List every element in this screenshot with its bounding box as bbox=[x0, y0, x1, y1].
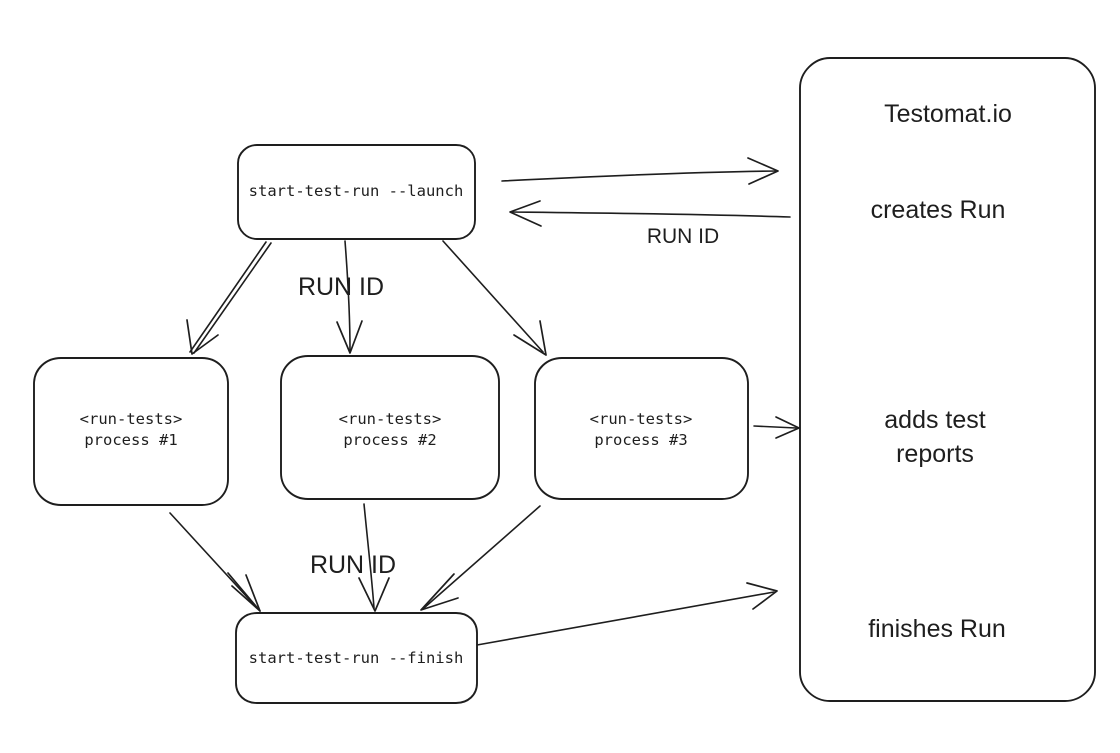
edge-process-3-to-finish-line bbox=[423, 505, 541, 609]
finish-node-outline bbox=[235, 612, 478, 704]
edge-launch-to-process-3 bbox=[442, 240, 547, 356]
edge-launch-to-process-2 bbox=[336, 240, 363, 354]
edge-process-3-to-service-arrowhead bbox=[775, 416, 800, 439]
edge-process-1-to-finish-line bbox=[169, 512, 259, 610]
process-2-outline bbox=[280, 355, 500, 500]
process-2-node[interactable]: <run-tests> process #2 bbox=[280, 355, 500, 500]
service-panel-outline bbox=[799, 57, 1096, 702]
process-1-node[interactable]: <run-tests> process #1 bbox=[33, 357, 229, 506]
launch-node-label: start-test-run --launch bbox=[249, 182, 464, 200]
process-3-outline bbox=[534, 357, 749, 500]
process-1-label-line2: process #1 bbox=[84, 431, 177, 449]
edge-service-to-launch-arrowhead bbox=[509, 200, 542, 227]
edge-finish-to-service-arrowhead bbox=[746, 582, 778, 610]
service-panel-step-finishes-run: finishes Run bbox=[868, 615, 1006, 643]
edge-launch-to-process-1-line bbox=[189, 241, 267, 353]
service-panel-step-adds-reports-line1: adds test bbox=[884, 406, 986, 434]
launch-node[interactable]: start-test-run --launch bbox=[237, 144, 476, 240]
launch-node-outline bbox=[237, 144, 476, 240]
process-2-label-line1: <run-tests> bbox=[339, 410, 442, 428]
edge-launch-to-service bbox=[501, 157, 779, 185]
service-panel-step-adds-reports-line2: reports bbox=[896, 440, 974, 468]
edge-launch-to-process-3-arrowhead bbox=[513, 320, 547, 356]
edge-launch-to-process-3-line bbox=[442, 240, 544, 353]
edge-process-1-to-finish-arrowhead bbox=[227, 572, 261, 612]
edge-launch-to-process-2-line bbox=[344, 240, 351, 351]
edge-process-1-to-finish bbox=[169, 512, 261, 612]
process-3-label-line1: <run-tests> bbox=[590, 410, 693, 428]
process-3-label-line2: process #3 bbox=[594, 431, 687, 449]
edge-process-2-to-finish-arrowhead bbox=[358, 577, 390, 612]
edge-launch-to-process-1-line-2 bbox=[193, 242, 272, 354]
edge-process-1-to-finish-arrowhead-2 bbox=[245, 574, 261, 612]
process-2-label-line2: process #2 bbox=[343, 431, 436, 449]
edge-launch-to-process-2-arrowhead bbox=[336, 320, 363, 354]
edge-finish-to-service-line bbox=[476, 591, 775, 646]
edge-launch-to-service-arrowhead bbox=[747, 157, 779, 185]
edge-process-2-to-finish bbox=[358, 503, 390, 612]
edge-service-to-launch: RUN ID bbox=[509, 200, 791, 248]
edge-process-3-to-service-line bbox=[753, 425, 797, 429]
edge-process-3-to-service bbox=[753, 416, 800, 439]
edge-launch-to-process-1-arrowhead bbox=[186, 319, 219, 355]
service-panel[interactable]: Testomat.io creates Run adds test report… bbox=[799, 57, 1096, 702]
service-panel-title: Testomat.io bbox=[884, 100, 1012, 128]
process-1-outline bbox=[33, 357, 229, 506]
service-panel-step-creates-run: creates Run bbox=[871, 196, 1006, 224]
edge-service-to-launch-line bbox=[511, 211, 791, 218]
process-1-label-line1: <run-tests> bbox=[80, 410, 183, 428]
edge-process-2-to-finish-line bbox=[363, 503, 375, 609]
finish-node[interactable]: start-test-run --finish bbox=[235, 612, 478, 704]
process-3-node[interactable]: <run-tests> process #3 bbox=[534, 357, 749, 500]
edge-process-3-to-finish-arrowhead bbox=[420, 573, 459, 611]
edge-finish-to-service bbox=[476, 582, 778, 646]
finish-node-label: start-test-run --finish bbox=[249, 649, 464, 667]
edge-label-run-id-fanout: RUN ID bbox=[298, 273, 384, 301]
edge-process-3-to-finish bbox=[420, 505, 541, 611]
edge-label-run-id-fanin: RUN ID bbox=[310, 551, 396, 579]
edge-label-run-id-return: RUN ID bbox=[647, 225, 719, 248]
edge-launch-to-service-line bbox=[501, 170, 777, 182]
edge-launch-to-process-1 bbox=[186, 241, 272, 355]
